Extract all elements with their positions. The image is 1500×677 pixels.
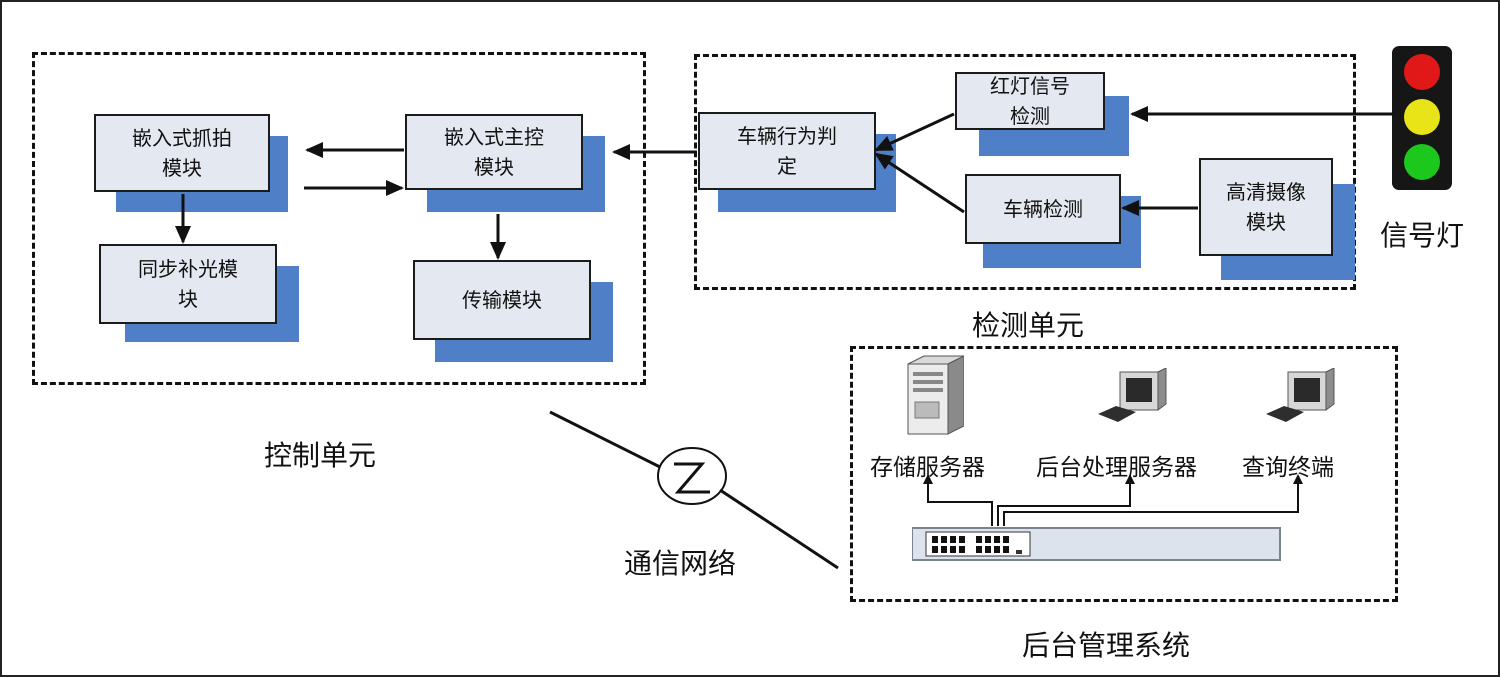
arrow-redlight-to-behavior	[874, 112, 955, 152]
link-switch-to-storage	[923, 474, 993, 526]
network-link-backend	[719, 488, 839, 570]
network-link-control	[549, 410, 663, 470]
red-lamp	[1404, 54, 1440, 90]
transmission-module-label: 传输模块	[413, 260, 591, 340]
link-switch-to-processing	[997, 474, 1135, 526]
hd-camera-label: 高清摄像 模块	[1199, 158, 1333, 256]
red-light-detection-label: 红灯信号 检测	[955, 72, 1105, 130]
green-lamp	[1404, 144, 1440, 180]
traffic-light-label: 信号灯	[1380, 219, 1465, 252]
detection-unit-box	[694, 54, 1356, 290]
arrow-vehicle-to-behavior	[874, 152, 965, 214]
network-label: 通信网络	[624, 547, 737, 580]
flash-module-label: 同步补光模 块	[99, 244, 277, 324]
workstation-icon-query	[1264, 368, 1336, 428]
main-control-module-label: 嵌入式主控 模块	[405, 114, 583, 190]
backend-system-label: 后台管理系统	[1022, 629, 1191, 662]
vehicle-detection-label: 车辆检测	[965, 174, 1121, 244]
yellow-lamp	[1404, 99, 1440, 135]
control-unit-box	[32, 52, 646, 385]
network-switch-icon	[912, 526, 1282, 562]
workstation-icon-processing	[1096, 368, 1168, 428]
traffic-light-icon	[1392, 46, 1452, 190]
query-terminal-label: 查询终端	[1242, 455, 1334, 481]
detection-unit-label: 检测单元	[972, 309, 1085, 342]
backend-system-box	[850, 346, 1398, 602]
vehicle-behavior-label: 车辆行为判 定	[698, 112, 876, 190]
link-switch-to-query	[1003, 474, 1303, 526]
control-unit-label: 控制单元	[264, 439, 377, 472]
processing-server-label: 后台处理服务器	[1036, 455, 1197, 481]
server-tower-icon	[902, 354, 964, 436]
capture-module-label: 嵌入式抓拍 模块	[94, 114, 270, 192]
network-zigzag	[674, 462, 710, 494]
